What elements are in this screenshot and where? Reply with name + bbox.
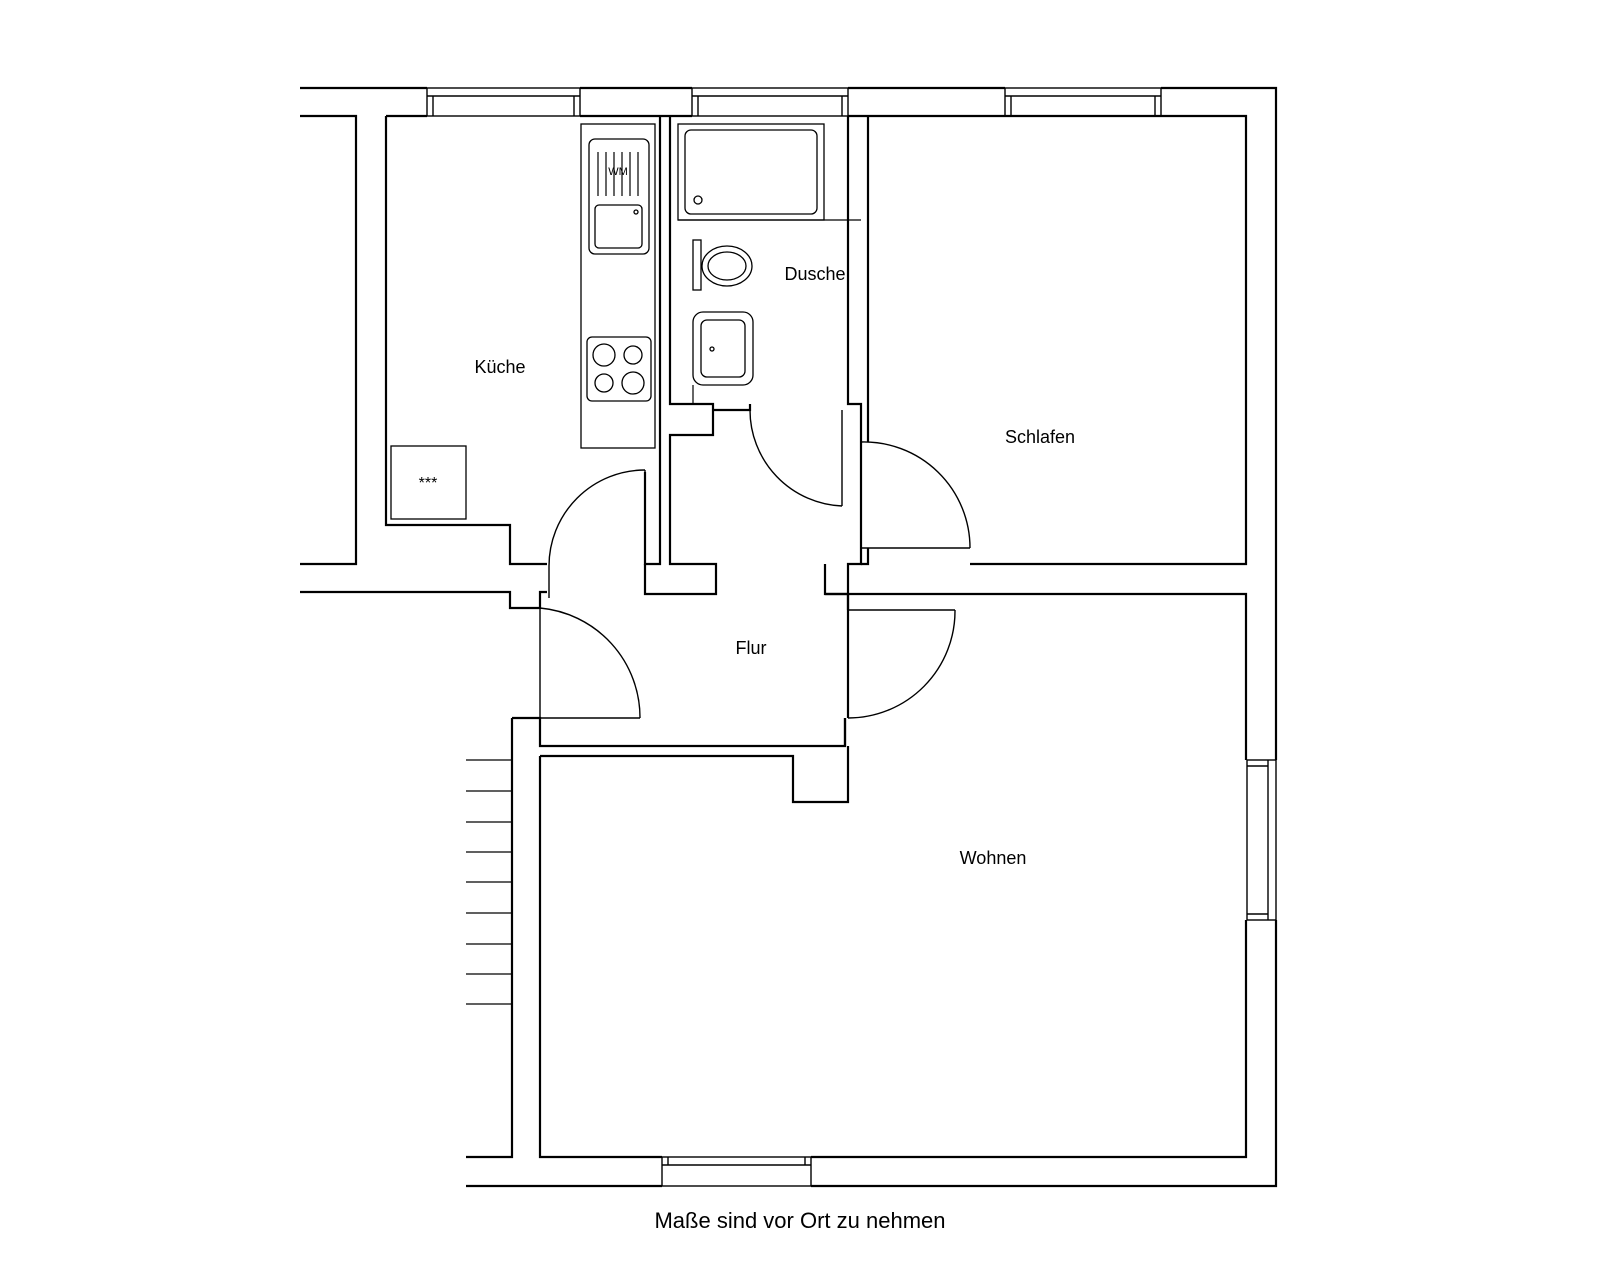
- door-wohnen[interactable]: [847, 609, 956, 719]
- room-label-schlafen: Schlafen: [1005, 427, 1075, 447]
- window-wohnen-right: [1246, 759, 1277, 921]
- stair-lines: [466, 759, 512, 1005]
- walls-kueche: [384, 116, 662, 566]
- window-schlafen: [1004, 87, 1162, 117]
- kitchen-counter: [580, 123, 656, 449]
- room-label-flur: Flur: [736, 638, 767, 658]
- outer-walls: [300, 86, 1278, 1188]
- room-label-dusche: Dusche: [784, 264, 845, 284]
- door-schlafen[interactable]: [860, 441, 971, 549]
- bathtub: [677, 123, 861, 221]
- door-entrance[interactable]: [539, 607, 641, 719]
- walls-flur: [300, 590, 1248, 1159]
- room-label-kueche: Küche: [474, 357, 525, 377]
- walls-wohnen: [538, 746, 1248, 1159]
- appliance-marker: ***: [419, 475, 438, 492]
- measurement-note: Maße sind vor Ort zu nehmen: [654, 1208, 946, 1233]
- room-label-wohnen: Wohnen: [960, 848, 1027, 868]
- wash-basin: [692, 311, 754, 404]
- toilet: [692, 239, 753, 291]
- window-wohnen-bottom: [661, 1156, 812, 1187]
- washing-machine-label: WM: [608, 166, 628, 178]
- window-dusche: [691, 87, 849, 117]
- walls-schlafen: [861, 114, 1248, 566]
- appliance-box: [390, 445, 467, 520]
- door-dusche[interactable]: [749, 409, 843, 507]
- window-kueche: [426, 87, 581, 117]
- door-kueche[interactable]: [548, 469, 646, 598]
